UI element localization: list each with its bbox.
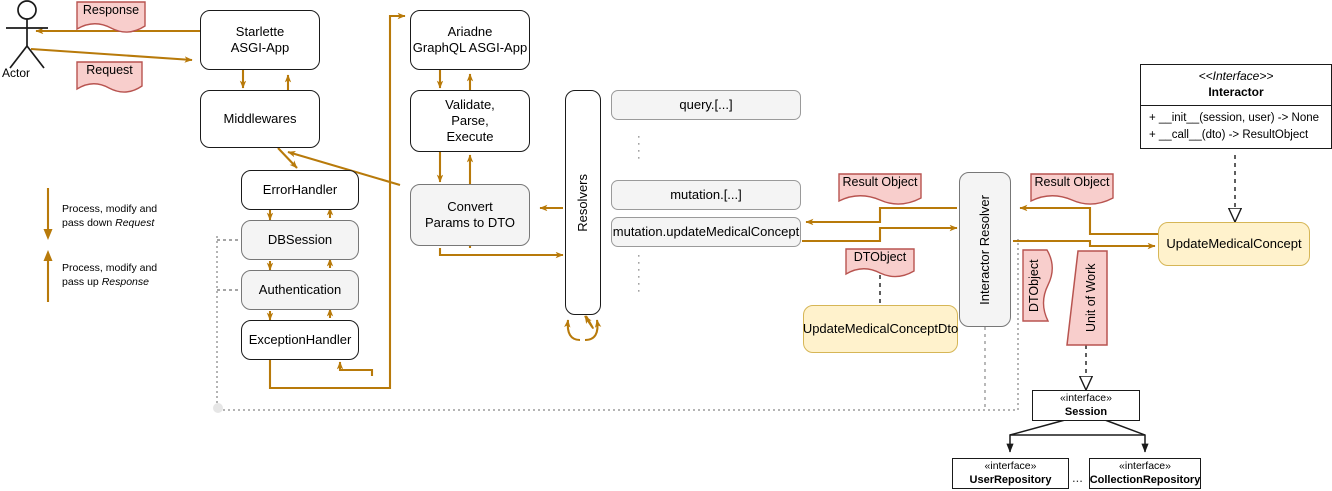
db-session-label: DBSession (267, 231, 333, 247)
node-mutation-list[interactable]: mutation.[...] (611, 180, 801, 210)
dto-class-label: UpdateMedicalConceptDto (802, 320, 959, 336)
actor-label: Actor (2, 66, 31, 80)
node-interactor-resolver[interactable]: Interactor Resolver (959, 172, 1011, 327)
legend-response-line2-prefix: pass up (62, 276, 102, 289)
actor-icon (6, 0, 48, 69)
node-update-medical-concept-dto[interactable]: UpdateMedicalConceptDto (803, 305, 958, 353)
node-error-handler[interactable]: ErrorHandler (241, 170, 359, 210)
legend-request-line2-prefix: pass down (62, 217, 116, 230)
collection-repository-stereotype: «interface» (1119, 459, 1171, 472)
ariadne-line2: GraphQL ASGI-App (412, 40, 528, 55)
legend-arrow-down-icon (43, 188, 53, 240)
interactor-interface-methods: + __init__(session, user) -> None + __ca… (1141, 105, 1331, 148)
note-dtobject-left: DTObject (845, 248, 915, 285)
node-resolvers[interactable]: Resolvers (565, 90, 601, 315)
legend-response-line2-em: Response (101, 276, 149, 289)
note-response-label: Response (82, 3, 140, 17)
node-middlewares[interactable]: Middlewares (200, 90, 320, 148)
mutation-label: mutation.[...] (670, 186, 742, 202)
node-interactor-interface[interactable]: <<Interface>> Interactor + __init__(sess… (1140, 64, 1332, 149)
middlewares-label: Middlewares (223, 110, 297, 126)
note-result-object-right: Result Object (1030, 173, 1114, 212)
legend-response-line1: Process, modify and (62, 262, 158, 274)
vpe-line2: Parse, (451, 112, 489, 128)
node-exception-handler[interactable]: ExceptionHandler (241, 320, 359, 360)
node-interface-collection-repository[interactable]: «interface» CollectionRepository (1089, 458, 1201, 489)
authentication-label: Authentication (258, 281, 342, 297)
node-authentication[interactable]: Authentication (241, 270, 359, 310)
note-result-object-left-label: Result Object (842, 175, 918, 189)
vpe-line1: Validate, (445, 96, 495, 112)
note-dtobject-right: DTObject (1022, 249, 1055, 327)
convert-line1: Convert (447, 198, 493, 214)
node-query-list[interactable]: query.[...] (611, 90, 801, 120)
mutation-selected-label: mutation.updateMedicalConcept (612, 223, 800, 239)
interfaces-separator: ... (1072, 470, 1083, 485)
node-validate-parse-execute[interactable]: Validate, Parse, Execute (410, 90, 530, 152)
node-ariadne-graphql-asgi-app[interactable]: Ariadne GraphQL ASGI-App (410, 10, 530, 70)
interactor-impl-label: UpdateMedicalConcept (1166, 235, 1302, 251)
query-mutation-separator-dots: ···· (637, 131, 641, 164)
starlette-line1: Starlette (235, 23, 285, 39)
note-unit-of-work: Unit of Work (1066, 250, 1108, 351)
note-dtobject-left-label: DTObject (853, 250, 907, 264)
interactor-interface-stereotype: <<Interface>> (1198, 69, 1274, 83)
node-convert-params-to-dto[interactable]: Convert Params to DTO (410, 184, 530, 246)
convert-line2: Params to DTO (424, 215, 516, 230)
note-request-label: Request (86, 63, 133, 77)
note-unit-of-work-label: Unit of Work (1084, 263, 1098, 333)
node-interface-session[interactable]: «interface» Session (1032, 390, 1140, 421)
collection-repository-name: CollectionRepository (1089, 474, 1201, 487)
legend-item-request: Process, modify and pass down Request (62, 202, 157, 230)
session-stereotype: «interface» (1060, 391, 1112, 404)
starlette-line2: ASGI-App (230, 40, 290, 55)
legend-arrow-up-icon (43, 250, 53, 302)
note-result-object-right-label: Result Object (1034, 175, 1110, 189)
note-dtobject-right-label: DTObject (1027, 259, 1041, 312)
legend-request-line1: Process, modify and (62, 203, 158, 215)
note-result-object-left: Result Object (838, 173, 922, 212)
vpe-line3: Execute (446, 129, 494, 145)
user-repository-stereotype: «interface» (984, 459, 1037, 472)
node-mutation-update-medical-concept[interactable]: mutation.updateMedicalConcept (611, 217, 801, 247)
ariadne-line1: Ariadne (447, 23, 493, 39)
note-response: Response (76, 1, 146, 40)
legend-item-response: Process, modify and pass up Response (62, 261, 157, 289)
note-request: Request (76, 61, 143, 100)
interactor-method-call: + __call__(dto) -> ResultObject (1149, 128, 1309, 141)
node-db-session[interactable]: DBSession (241, 220, 359, 260)
exception-handler-label: ExceptionHandler (248, 331, 352, 347)
mutation-trailing-dots: ······ (637, 250, 641, 297)
node-update-medical-concept[interactable]: UpdateMedicalConcept (1158, 222, 1310, 266)
interactor-interface-header: <<Interface>> Interactor (1141, 65, 1331, 105)
interactor-interface-name: Interactor (1208, 84, 1264, 99)
user-repository-name: UserRepository (969, 474, 1052, 487)
query-label: query.[...] (679, 96, 733, 112)
session-name: Session (1064, 406, 1108, 419)
legend-request-line2-em: Request (115, 217, 155, 230)
error-handler-label: ErrorHandler (262, 181, 338, 197)
resolvers-label: Resolvers (574, 173, 590, 232)
interactor-method-init: + __init__(session, user) -> None (1149, 112, 1320, 125)
interactor-resolver-label: Interactor Resolver (976, 194, 992, 305)
node-interface-user-repository[interactable]: «interface» UserRepository (952, 458, 1069, 489)
node-starlette-asgi-app[interactable]: Starlette ASGI-App (200, 10, 320, 70)
